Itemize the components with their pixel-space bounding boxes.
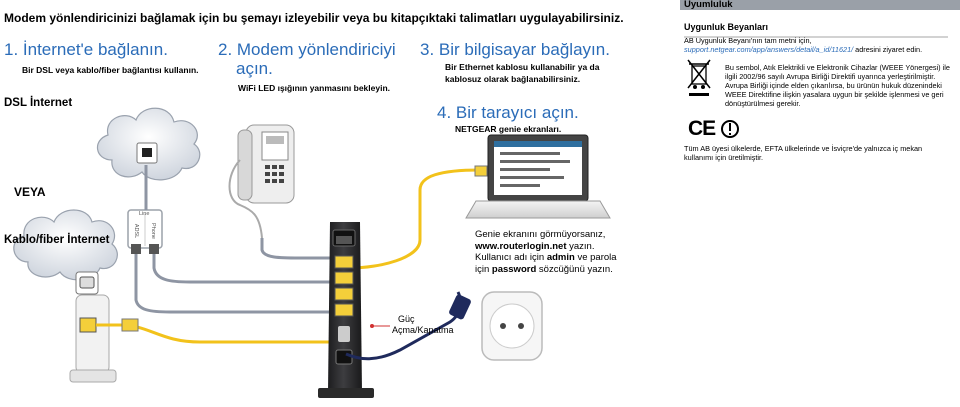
step-2-heading-line2: açın. <box>236 59 273 78</box>
splitter-line-label: Line <box>139 211 150 217</box>
genie-note-line2-suffix: yazın. <box>566 240 595 252</box>
alert-mark-icon <box>721 120 739 138</box>
step-4-subtitle: NETGEAR genie ekranları. <box>455 124 562 134</box>
genie-note-line4: için <box>475 263 492 275</box>
cable-label: Kablo/fiber İnternet <box>4 234 110 246</box>
routerlogin-link[interactable]: www.routerlogin.net <box>475 240 567 252</box>
declaration-text: AB Uygunluk Beyanı'nın tam metni için, s… <box>684 36 956 54</box>
declaration-link[interactable]: support.netgear.com/app/answers/detail/a… <box>684 45 854 54</box>
phone-cables <box>134 165 330 314</box>
eu-usage-line2: kullanımı için üretilmiştir. <box>684 153 764 162</box>
step-4-heading: 4. Bir tarayıcı açın. <box>437 103 579 122</box>
eu-usage-line1: Tüm AB üyesi ülkelerde, EFTA ülkelerinde… <box>684 144 923 153</box>
weee-line5: dönüştürülmesi gerekir. <box>725 99 801 108</box>
declaration-line1: AB Uygunluk Beyanı'nın tam metni için, <box>684 36 812 45</box>
genie-note-line3: Kullanıcı adı için <box>475 252 547 263</box>
splitter-adsl-label: ADSL <box>133 223 140 239</box>
genie-note-line1: Genie ekranını görmüyorsanız, <box>475 229 606 240</box>
weee-line3: Avrupa Birliği içinde elden çıkarılırsa,… <box>725 81 942 90</box>
step-1-heading: 1. İnternet'e bağlanın. <box>4 40 168 59</box>
power-adapter-icon <box>345 291 471 361</box>
router-icon <box>318 222 374 398</box>
cable-modem-icon <box>69 294 117 383</box>
username-value: admin <box>546 252 575 263</box>
weee-text: Bu sembol, Atık Elektrikli ve Elektronik… <box>725 63 957 108</box>
splitter-phone-label: Phone <box>149 223 156 239</box>
power-label-line1: Güç <box>398 314 415 324</box>
laptop-icon <box>465 134 611 219</box>
genie-note-line4-suffix: sözcüğünü yazın. <box>536 263 613 275</box>
step-1-subtitle: Bir DSL veya kablo/fiber bağlantısı kull… <box>22 65 199 75</box>
compliance-header-bar <box>680 0 960 10</box>
step-2-heading: 2. Modem yönlendiriciyi açın. <box>218 40 396 78</box>
wall-outlet-icon <box>481 291 543 361</box>
compliance-heading: Uyumluluk <box>684 0 733 10</box>
password-value: password <box>491 263 537 275</box>
weee-line1: Bu sembol, Atık Elektrikli ve Elektronik… <box>725 63 950 72</box>
step-3-subtitle-line2: kablosuz olarak bağlanabilirsiniz. <box>445 74 581 84</box>
weee-bin-icon <box>687 59 711 96</box>
cable-cloud-icon <box>13 209 118 295</box>
step-3-subtitle: Bir Ethernet kablosu kullanabilir ya da … <box>445 61 599 85</box>
page-title: Modem yönlendiricinizi bağlamak için bu … <box>4 11 624 25</box>
genie-note: Genie ekranını görmüyorsanız, www.router… <box>475 229 675 275</box>
ce-mark-icon: CE <box>688 117 716 140</box>
step-3-heading: 3. Bir bilgisayar bağlayın. <box>420 40 610 59</box>
step-2-subtitle: WiFi LED ışığının yanmasını bekleyin. <box>238 83 391 93</box>
or-label: VEYA <box>14 185 46 199</box>
step-3-subtitle-line1: Bir Ethernet kablosu kullanabilir ya da <box>445 62 600 72</box>
weee-line2: ilgili 2002/96 sayılı Avrupa Birliği Dir… <box>725 72 936 81</box>
compliance-subheading: Uygunluk Beyanları <box>684 22 769 32</box>
dsl-label: DSL İnternet <box>4 97 73 109</box>
genie-note-line3-suffix: ve parola <box>574 252 617 263</box>
declaration-line2: adresini ziyaret edin. <box>853 45 923 54</box>
dsl-cloud-icon <box>97 107 201 181</box>
power-label: Güç Açma/Kapatma <box>392 314 454 336</box>
eu-usage-text: Tüm AB üyesi ülkelerde, EFTA ülkelerinde… <box>684 144 956 162</box>
power-label-line2: Açma/Kapatma <box>392 325 454 335</box>
step-2-heading-line1: 2. Modem yönlendiriciyi <box>218 40 396 59</box>
weee-line4: WEEE Direktifine ilişkin yasalara uygun … <box>725 90 944 99</box>
telephone-icon <box>237 124 295 204</box>
